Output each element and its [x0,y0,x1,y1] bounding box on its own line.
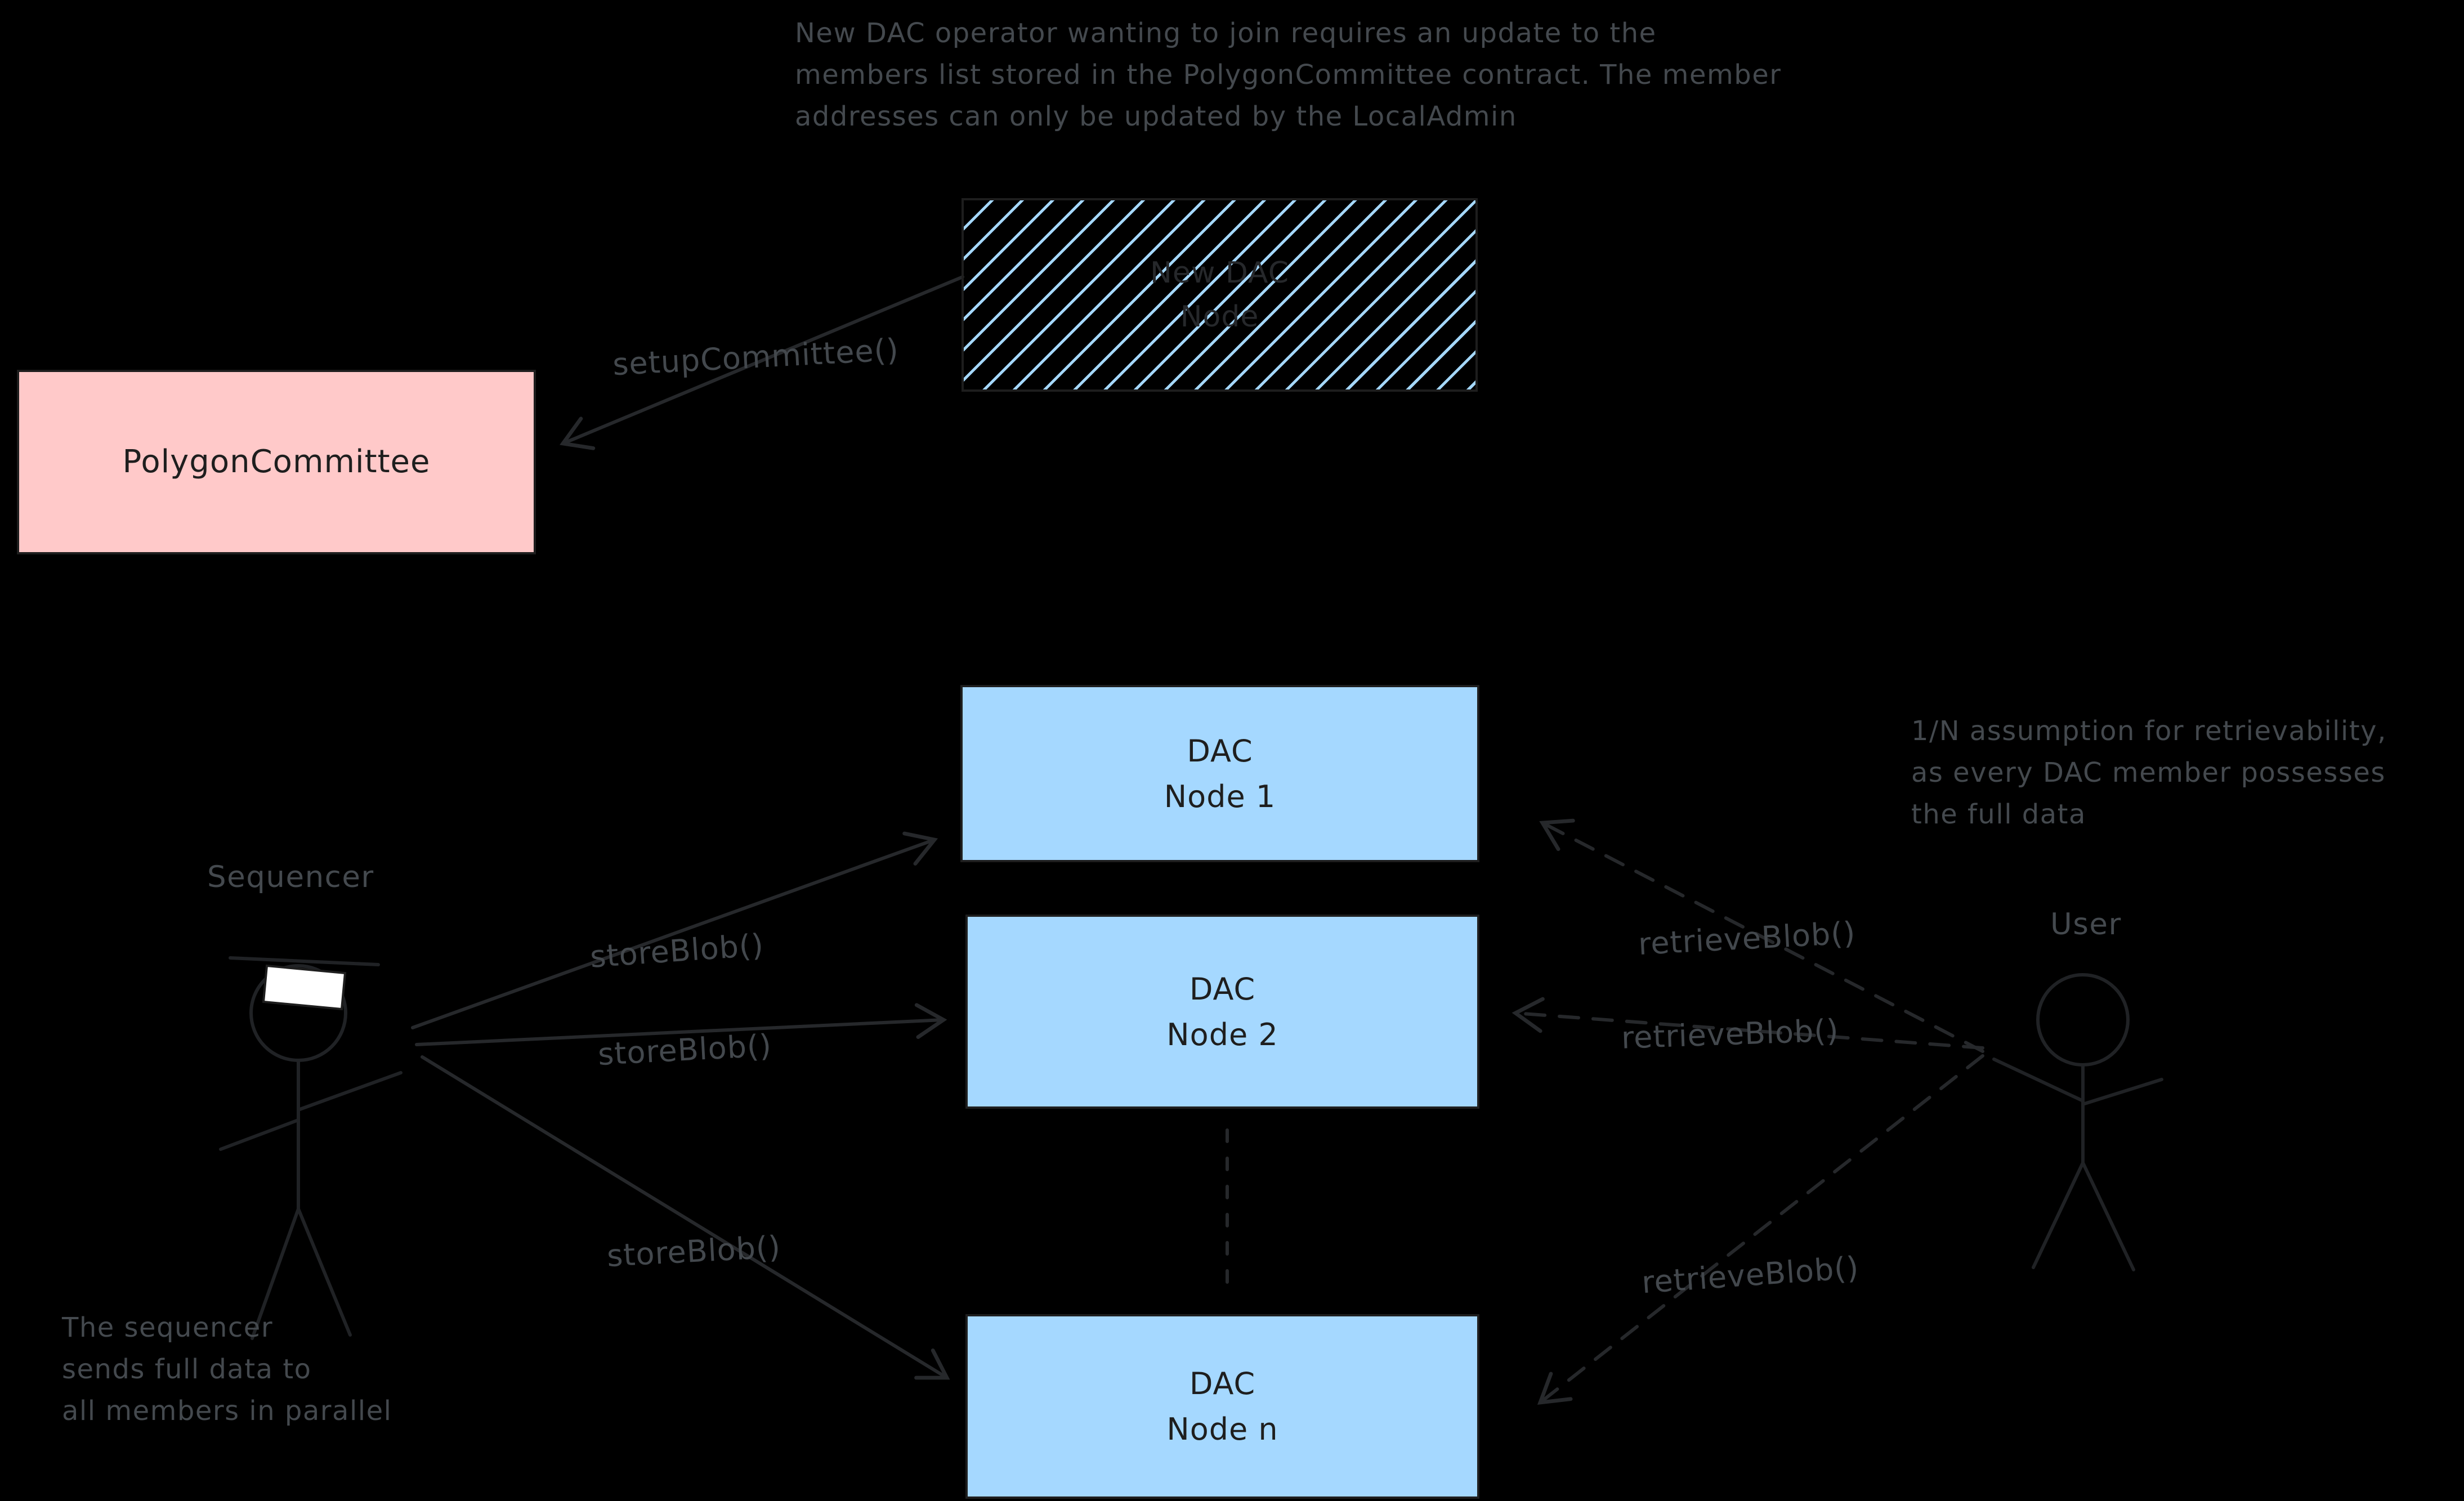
setup-committee-arrow [560,275,964,450]
new-dac-node-box-label: New DAC Node [1150,256,1290,334]
store-blob-arrow-node2 [415,1003,947,1046]
new-dac-node-box: New DAC Node [962,198,1478,392]
dac-node-2-box: DAC Node 2 [965,915,1479,1109]
dac-node-1-box: DAC Node 1 [960,685,1479,862]
user-label: User [2050,907,2122,942]
retrieve-blob-arrow-node1 [1539,818,1984,1053]
dac-node-1-box-label: DAC Node 1 [1164,733,1276,814]
user-person-icon [1992,973,2163,1271]
store-blob-arrow-node1 [411,831,938,1029]
sequencer-person-icon [219,956,403,1340]
polygon-committee-box: PolygonCommittee [17,370,536,554]
sequencer-hat-icon [262,964,347,1011]
retrieve-blob-arrow-node2 [1512,997,1984,1050]
dac-node-n-box-label: DAC Node n [1166,1366,1278,1447]
new-operator-note: New DAC operator wanting to join require… [795,17,1782,132]
dac-node-2-box-label: DAC Node 2 [1166,971,1278,1052]
sequencer-label: Sequencer [207,860,374,894]
polygon-committee-box-label: PolygonCommittee [122,443,431,480]
dac-node-n-box: DAC Node n [965,1314,1479,1499]
sequencer-parallel-note: The sequencer sends full data to all mem… [62,1312,392,1427]
retrieve-blob-arrow-noden [1537,1054,1984,1405]
store-blob-arrow-noden [421,1055,950,1380]
retrievability-note: 1/N assumption for retrievability, as ev… [1911,715,2387,830]
retrieve-blob-edge-label-2: retrieveBlob() [1621,1012,1840,1056]
